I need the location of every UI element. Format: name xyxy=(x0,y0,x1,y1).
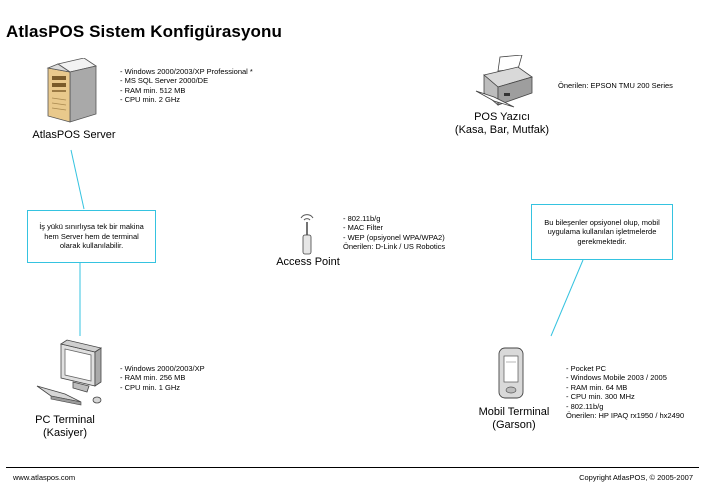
pc-terminal-specs: - Windows 2000/2003/XP - RAM min. 256 MB… xyxy=(120,364,205,392)
access-point-spec: - WEP (opsiyonel WPA/WPA2) xyxy=(343,232,445,242)
note-single-machine: İş yükü sınırlıysa tek bir makina hem Se… xyxy=(27,210,156,263)
server-label: AtlasPOS Server xyxy=(32,129,116,141)
printer-icon xyxy=(474,54,536,109)
server-specs: - Windows 2000/2003/XP Professional * - … xyxy=(120,67,253,105)
pc-terminal-icon xyxy=(35,338,115,410)
server-spec: - RAM min. 512 MB xyxy=(120,85,186,95)
server-spec: - MS SQL Server 2000/DE xyxy=(120,76,209,86)
mobile-terminal-spec: - Pocket PC xyxy=(566,364,607,373)
footer-copyright: Copyright AtlasPOS, © 2005-2007 xyxy=(579,473,693,482)
server-icon xyxy=(44,57,100,126)
access-point-spec: - MAC Filter xyxy=(343,223,383,233)
pc-terminal-label: PC Terminal (Kasiyer) xyxy=(15,414,115,440)
connector-note-mobile xyxy=(550,259,584,337)
mobile-terminal-label-name: Mobil Terminal xyxy=(478,406,550,418)
access-point-label: Access Point xyxy=(276,256,340,268)
server-spec: - CPU min. 2 GHz xyxy=(120,95,181,105)
footer-divider xyxy=(6,467,699,468)
access-point-spec: Önerilen: D-Link / US Robotics xyxy=(343,242,446,252)
printer-label: POS Yazıcı (Kasa, Bar, Mutfak) xyxy=(437,111,567,137)
pc-terminal-spec: - RAM min. 256 MB xyxy=(120,373,186,383)
mobile-terminal-label: Mobil Terminal (Garson) xyxy=(464,406,564,432)
mobile-terminal-specs: - Pocket PC - Windows Mobile 2003 / 2005… xyxy=(566,364,684,420)
pc-terminal-spec: - CPU min. 1 GHz xyxy=(120,382,181,392)
mobile-terminal-spec: Önerilen: HP IPAQ rx1950 / hx2490 xyxy=(566,411,685,421)
page-title: AtlasPOS Sistem Konfigürasyonu xyxy=(6,22,282,41)
footer-website: www.atlaspos.com xyxy=(13,473,76,482)
access-point-specs: - 802.11b/g - MAC Filter - WEP (opsiyone… xyxy=(343,214,445,252)
access-point-spec: - 802.11b/g xyxy=(343,214,381,223)
access-point-icon xyxy=(296,211,318,255)
mobile-terminal-spec: - Windows Mobile 2003 / 2005 xyxy=(566,373,667,383)
server-spec: - Windows 2000/2003/XP Professional * xyxy=(120,67,253,76)
printer-label-name: POS Yazıcı xyxy=(474,111,530,123)
mobile-terminal-spec: - 802.11b/g xyxy=(566,401,604,411)
pc-terminal-label-role: (Kasiyer) xyxy=(42,427,87,439)
pc-terminal-spec: - Windows 2000/2003/XP xyxy=(120,364,205,373)
note-mobile-optional: Bu bileşenler opsiyonel olup, mobil uygu… xyxy=(531,204,673,260)
mobile-terminal-icon xyxy=(497,346,527,402)
mobile-terminal-spec: - RAM min. 64 MB xyxy=(566,382,628,392)
mobile-terminal-spec: - CPU min. 300 MHz xyxy=(566,392,635,402)
printer-label-locations: (Kasa, Bar, Mutfak) xyxy=(454,124,550,136)
connector-server-note xyxy=(70,149,85,210)
printer-recommended: Önerilen: EPSON TMU 200 Series xyxy=(558,81,673,90)
mobile-terminal-label-role: (Garson) xyxy=(492,419,536,431)
pc-terminal-label-name: PC Terminal xyxy=(35,414,95,426)
